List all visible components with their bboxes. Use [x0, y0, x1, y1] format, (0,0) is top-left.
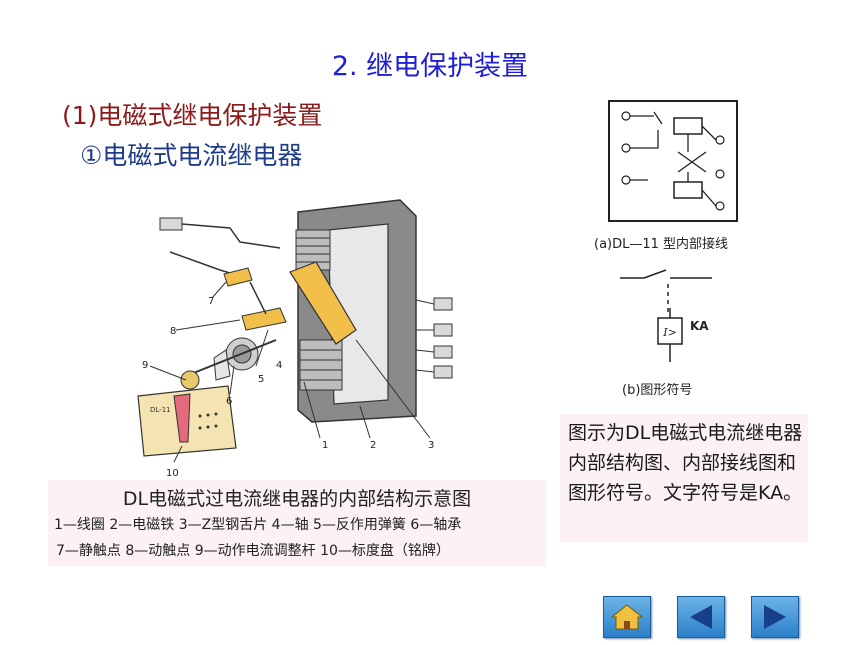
- triangle-right-icon: [764, 605, 786, 629]
- description-text: 图示为DL电磁式电流继电器内部结构图、内部接线图和图形符号。文字符号是KA。: [568, 422, 803, 504]
- symbol-box-mark: I>: [662, 326, 677, 339]
- section-heading: (1)电磁式继电保护装置: [62, 101, 323, 130]
- relay-structure-illustration: DL-11 7 8 9 6 5 4 1 2 3 10: [137, 199, 453, 479]
- symbol-diagram-label: (b)图形符号: [622, 383, 693, 398]
- caption-legend-line: 1—线圈 2—电磁铁 3—Z型钢舌片 4—轴 5—反作用弹簧 6—轴承: [54, 517, 462, 533]
- page-title: 2. 继电保护装置: [331, 51, 529, 82]
- dial-label: DL-11: [150, 406, 171, 414]
- wiring-diagram-label: (a)DL—11 型内部接线: [594, 237, 729, 252]
- previous-button[interactable]: [677, 596, 725, 638]
- part-number: 4: [276, 360, 282, 371]
- figure-caption-box: DL电磁式过电流继电器的内部结构示意图 1—线圈 2—电磁铁 3—Z型钢舌片 4…: [48, 480, 546, 566]
- triangle-left-icon: [690, 605, 712, 629]
- caption-legend-line: 7—静触点 8—动触点 9—动作电流调整杆 10—标度盘（铭牌）: [56, 543, 450, 559]
- description-box: 图示为DL电磁式电流继电器内部结构图、内部接线图和图形符号。文字符号是KA。: [560, 414, 808, 542]
- graphic-symbol-diagram: I> KA: [620, 269, 712, 362]
- part-number: 7: [208, 296, 214, 307]
- part-number: 8: [170, 326, 176, 337]
- home-icon: [610, 604, 644, 630]
- part-number: 3: [428, 440, 434, 451]
- part-number: 1: [322, 440, 328, 451]
- part-number: 2: [370, 440, 376, 451]
- part-number: 6: [226, 396, 232, 407]
- next-button[interactable]: [751, 596, 799, 638]
- caption-title: DL电磁式过电流继电器的内部结构示意图: [122, 488, 472, 510]
- internal-wiring-diagram: [608, 100, 738, 222]
- symbol-text-mark: KA: [690, 319, 709, 333]
- part-number: 10: [166, 468, 179, 479]
- part-number: 5: [258, 374, 264, 385]
- part-number: 9: [142, 360, 148, 371]
- home-button[interactable]: [603, 596, 651, 638]
- subsection-heading: ①电磁式电流继电器: [80, 141, 303, 170]
